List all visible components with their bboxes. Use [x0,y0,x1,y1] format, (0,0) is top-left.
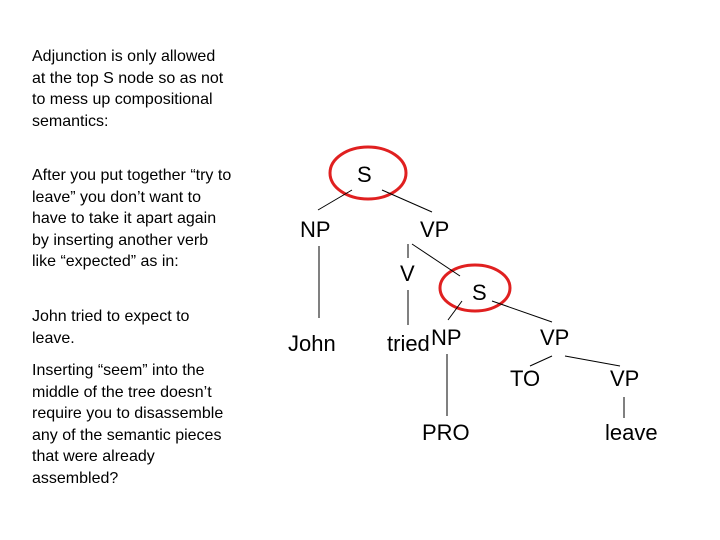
text-question: Inserting “seem” into the middle of the … [32,362,224,487]
highlight-circle-top-s [328,145,408,201]
node-john: John [288,331,336,356]
edge-s-vp-emb [491,300,553,323]
edge-s-np-emb [447,300,463,321]
text-adjunction-rule: Adjunction is only allowed at the top S … [32,48,224,130]
node-leave: leave [605,420,658,445]
text-explanation: After you put together “try to leave” yo… [32,167,232,270]
node-s-embedded: S [472,280,487,305]
edge-vp-s [411,243,461,277]
highlight-circle-embedded-s [438,263,512,313]
node-np-subject: NP [300,217,331,242]
edge-vp-vp-inner [564,355,621,367]
node-vp-main: VP [420,217,449,242]
node-vp-embedded: VP [540,325,569,350]
edge-s-np [317,189,353,211]
node-vp-inner: VP [610,366,639,391]
node-v: V [400,261,415,286]
node-pro: PRO [422,420,470,445]
node-s-top: S [357,162,372,187]
edge-s-vp [381,189,433,213]
node-tried: tried [387,331,430,356]
edge-vp-to [529,355,553,367]
node-np-embedded: NP [431,325,462,350]
text-example-sentence: John tried to expect to leave. [32,308,190,347]
node-to: TO [510,366,540,391]
